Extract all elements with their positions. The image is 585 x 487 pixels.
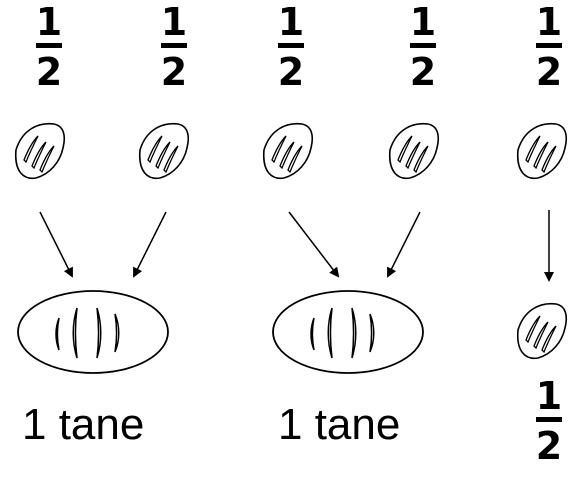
fraction-denominator: 2 [535, 50, 563, 94]
top-fraction-2: 1 2 [144, 2, 204, 92]
fraction-bar [161, 43, 187, 48]
bread-half-icon [516, 302, 568, 360]
bread-loaf-icon [272, 290, 424, 374]
bread-half-icon [14, 122, 66, 180]
bread-loaf-icon [17, 290, 169, 374]
fraction-bar [536, 43, 562, 48]
arrow [288, 211, 340, 278]
fraction-denominator: 2 [160, 50, 188, 94]
fraction-denominator: 2 [277, 50, 305, 94]
fraction-denominator: 2 [409, 50, 437, 94]
fraction-numerator: 1 [160, 0, 188, 44]
fraction-denominator: 2 [35, 50, 63, 94]
bread-half-icon [388, 122, 440, 180]
fraction-bar [278, 43, 304, 48]
fraction-numerator: 1 [535, 0, 563, 44]
fraction-numerator: 1 [535, 374, 563, 418]
top-fraction-5: 1 2 [519, 2, 579, 92]
top-fraction-4: 1 2 [393, 2, 453, 92]
fraction-bar [410, 43, 436, 48]
arrow [387, 211, 421, 278]
arrow [39, 211, 73, 278]
fraction-numerator: 1 [277, 0, 305, 44]
fraction-numerator: 1 [35, 0, 63, 44]
bread-half-icon [516, 122, 568, 180]
top-fraction-3: 1 2 [261, 2, 321, 92]
fraction-bar [36, 43, 62, 48]
top-fraction-1: 1 2 [19, 2, 79, 92]
group-1-label: 1 tane [22, 400, 145, 449]
arrow [133, 211, 167, 278]
result-fraction: 1 2 [519, 376, 579, 466]
fraction-bar [536, 417, 562, 422]
bread-half-icon [138, 122, 190, 180]
fraction-numerator: 1 [409, 0, 437, 44]
fraction-denominator: 2 [535, 424, 563, 468]
group-2-label: 1 tane [278, 400, 401, 449]
bread-half-icon [262, 122, 314, 180]
